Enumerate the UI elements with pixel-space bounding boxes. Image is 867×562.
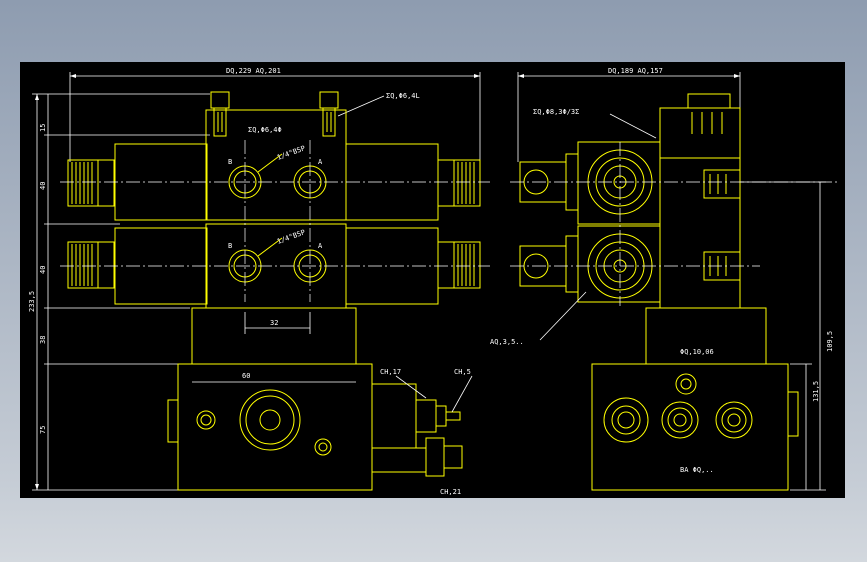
adapter-block-left: [191, 307, 357, 365]
dim-38: 38: [39, 336, 47, 344]
dim-total-left: 233,5: [28, 291, 36, 312]
dim-40-bottom: 40: [39, 266, 47, 274]
left-dimension-lines: [32, 72, 481, 491]
note-ch5: CH,5: [454, 368, 471, 376]
dim-top-left: DQ,229 AQ,201: [226, 67, 281, 75]
note-top-right-left: ΣQ,Φ6,4L: [386, 92, 420, 100]
dim-109: 109,5: [826, 331, 834, 352]
note-ch17: CH,17: [380, 368, 401, 376]
note-right: ΣQ,Φ8,3Φ/3Σ: [533, 108, 579, 116]
note-ch21: CH,21: [440, 488, 461, 496]
dim-40-top: 40: [39, 182, 47, 190]
dim-131: 131,5: [812, 381, 820, 402]
top-plugs-right: [659, 93, 741, 159]
right-dimension-lines: [517, 72, 826, 491]
dim-15: 15: [39, 124, 47, 132]
note-right-lower: AQ,3,5..: [490, 338, 524, 346]
dim-top-right: DQ,189 AQ,157: [608, 67, 663, 75]
port-b-upper: B: [228, 158, 232, 166]
note-valve-top: ΣQ,Φ6,4Φ: [248, 126, 282, 134]
base-block-left: [167, 363, 463, 491]
valve-right: [519, 141, 741, 309]
cad-drawing: DQ,229 AQ,201 15 40 40 38 75 233,5 ΣQ,Φ6…: [28, 67, 840, 496]
note-db10: ΦQ,10,06: [680, 348, 714, 356]
dim-32: 32: [270, 319, 278, 327]
thread-label-upper: 1/4"BSP: [276, 144, 306, 162]
port-a-lower: A: [318, 242, 323, 250]
base-block-right: [591, 363, 799, 491]
port-b-lower: B: [228, 242, 232, 250]
dim-75: 75: [39, 426, 47, 434]
knurl-lines-upper: [71, 162, 475, 204]
thread-label-lower: 1/4"BSP: [276, 228, 306, 246]
drawing-sheet: DQ,229 AQ,201 15 40 40 38 75 233,5 ΣQ,Φ6…: [20, 62, 845, 498]
port-a-upper: A: [318, 158, 323, 166]
dim-60: 60: [242, 372, 250, 380]
top-plugs-left: [210, 91, 339, 137]
note-ba: BA ΦQ,..: [680, 466, 714, 474]
knurl-lines-lower: [71, 244, 475, 286]
